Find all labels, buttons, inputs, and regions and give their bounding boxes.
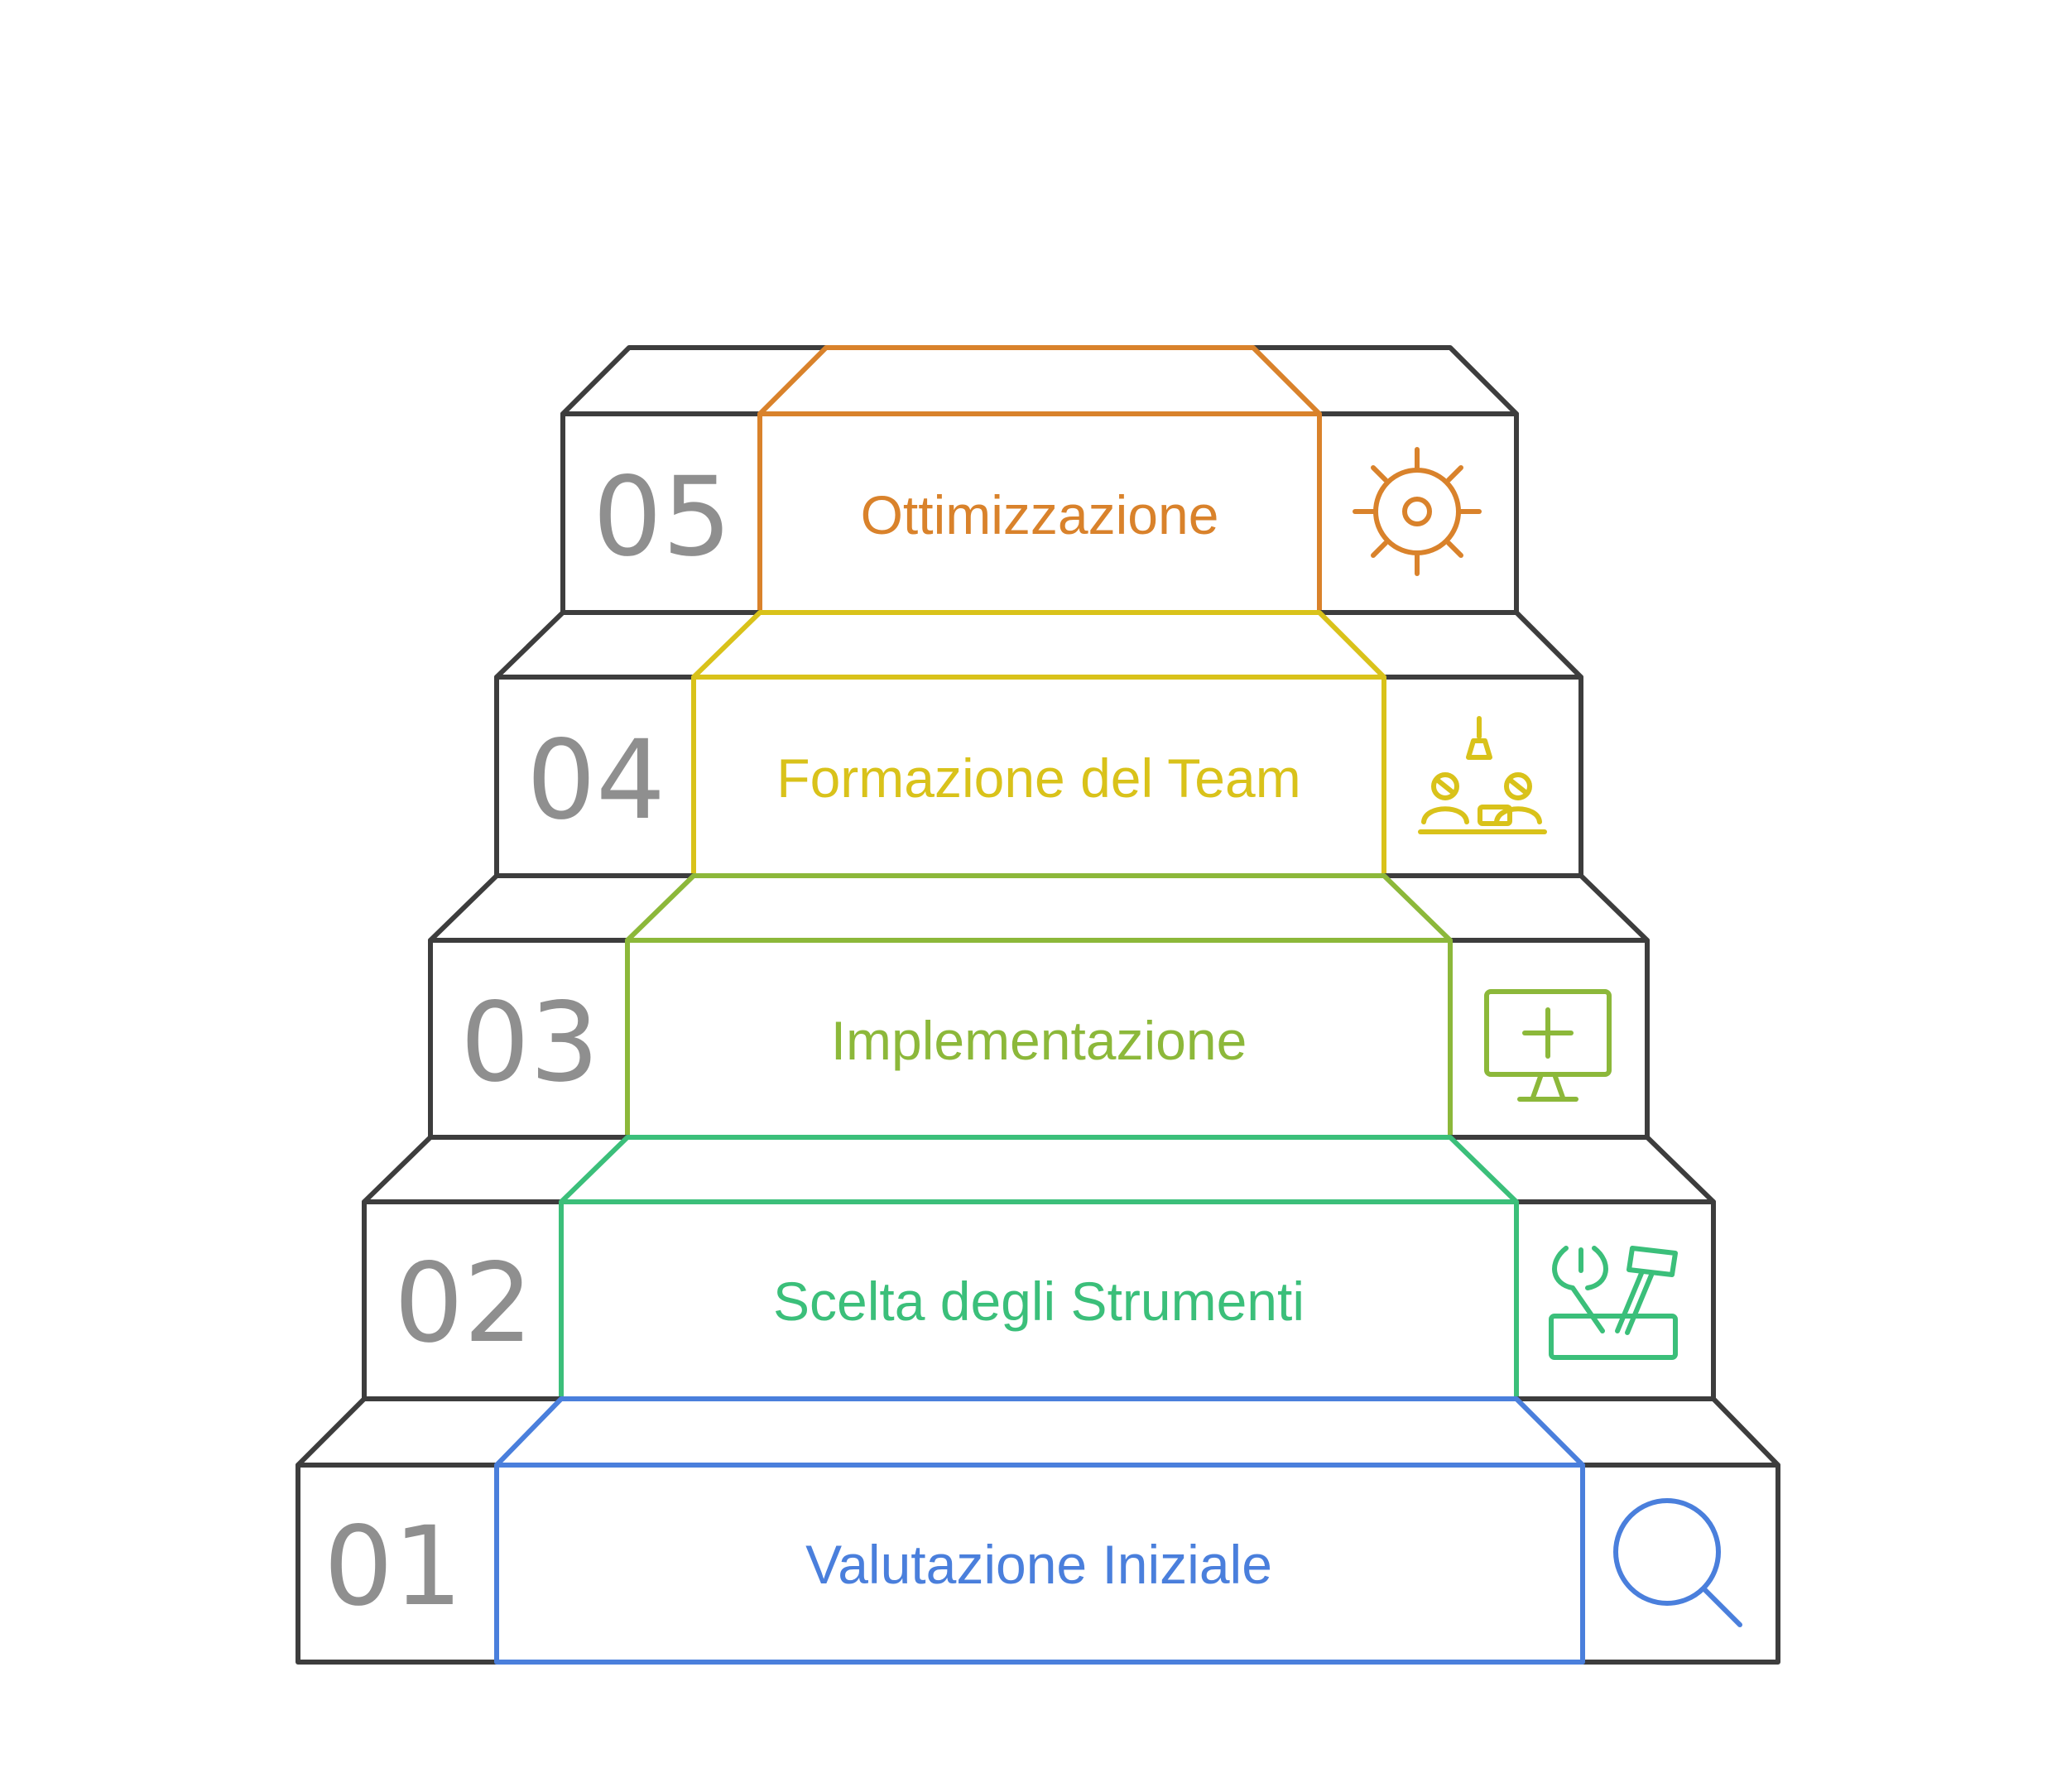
step-05-label: Ottimizzazione	[861, 484, 1219, 545]
step-01-number: 01	[324, 1503, 463, 1631]
step-05: 05 Ottimizzazione	[560, 345, 1519, 615]
step-02-label: Scelta degli Strumenti	[773, 1271, 1305, 1332]
step-05-number: 05	[593, 454, 732, 581]
toolbox-icon	[1549, 1246, 1678, 1360]
step-01-tread	[296, 1396, 1780, 1468]
step-03-number: 03	[460, 979, 599, 1107]
step-03-label: Implementazione	[831, 1010, 1247, 1071]
step-01-label: Valutazione Iniziale	[805, 1534, 1272, 1595]
monitor-plus-icon	[1484, 989, 1612, 1102]
step-02-number: 02	[394, 1240, 533, 1367]
step-01: 01 Valutazione Iniziale	[296, 1396, 1780, 1665]
step-04-label: Formazione del Team	[776, 747, 1300, 809]
step-02-band-tread	[559, 1135, 1519, 1204]
step-03-band-tread	[625, 873, 1453, 943]
step-01-band-tread	[494, 1396, 1585, 1468]
step-04-tread	[494, 610, 1583, 680]
step-04-number: 04	[526, 717, 666, 844]
step-04-band-tread	[691, 610, 1386, 680]
step-05-band-tread	[757, 345, 1322, 416]
step-01-band	[494, 1463, 1585, 1665]
team-training-icon	[1418, 716, 1547, 834]
step-02-tread	[362, 1135, 1716, 1204]
magnifier-icon	[1613, 1498, 1742, 1627]
gear-icon	[1353, 447, 1482, 576]
step-03: 03 Implementazione	[428, 873, 1650, 1140]
step-05-tread	[560, 345, 1519, 416]
step-03-tread	[428, 873, 1650, 943]
step-04: 04 Formazione del Team	[494, 610, 1583, 878]
step-02: 02 Scelta degli Strumenti	[362, 1135, 1716, 1401]
